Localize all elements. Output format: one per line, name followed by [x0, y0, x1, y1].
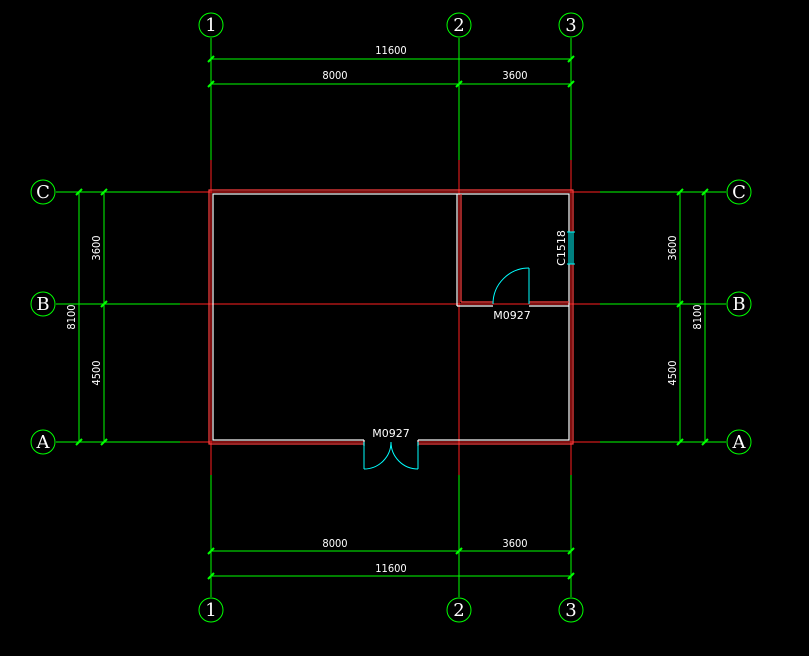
dim-text-left-upper: 3600	[90, 235, 103, 260]
axis-label-1-top: 1	[205, 15, 216, 36]
dimension-texts: 11600 8000 3600 8000 3600 11600 8100 360…	[65, 44, 704, 575]
tick	[455, 547, 463, 555]
axis-bubble-b-right	[726, 291, 752, 317]
tick	[701, 438, 709, 446]
axis-bubble-2-top	[446, 12, 472, 38]
axis-bubble-a-left	[30, 429, 56, 455]
dim-text-left-lower: 4500	[90, 360, 103, 385]
dim-text-top-left: 8000	[322, 69, 347, 82]
inner-door-swing	[492, 267, 530, 305]
axis-label-1-bottom: 1	[205, 600, 216, 621]
dim-text-right-total: 8100	[691, 304, 704, 329]
dimension-ticks	[75, 55, 709, 580]
tick	[567, 572, 575, 580]
dim-text-top-right: 3600	[502, 69, 527, 82]
tick	[100, 300, 108, 308]
dimension-lines	[78, 58, 706, 577]
axis-label-c-left: C	[36, 182, 50, 203]
axis-label-a-right: A	[732, 432, 747, 453]
tick	[676, 300, 684, 308]
front-door-tag: M0927	[372, 427, 410, 440]
axis-label-c-right: C	[732, 182, 746, 203]
axis-bubble-labels: 1 2 3 1 2 3 C B A C B A	[36, 15, 747, 621]
dim-text-left-total: 8100	[65, 304, 78, 329]
axis-lines	[56, 38, 726, 597]
axis-bubble-3-bottom	[558, 597, 584, 623]
tick	[455, 80, 463, 88]
front-door-swing-left	[363, 441, 392, 470]
inner-door-m0927	[492, 267, 530, 305]
dim-text-top-total: 11600	[375, 44, 406, 57]
tick	[567, 547, 575, 555]
axis-label-2-bottom: 2	[453, 600, 464, 621]
dim-text-right-lower: 4500	[666, 360, 679, 385]
dim-text-bottom-left: 8000	[322, 537, 347, 550]
axis-bubble-b-left	[30, 291, 56, 317]
axis-bubble-a-right	[726, 429, 752, 455]
tick	[567, 55, 575, 63]
axis-bubble-2-bottom	[446, 597, 472, 623]
dim-text-right-upper: 3600	[666, 235, 679, 260]
tick	[207, 80, 215, 88]
dim-text-bottom-total: 11600	[375, 562, 406, 575]
front-door-swing-right	[390, 441, 419, 470]
dim-text-bottom-right: 3600	[502, 537, 527, 550]
tick	[567, 80, 575, 88]
tick	[207, 55, 215, 63]
axis-label-2-top: 2	[453, 15, 464, 36]
tick	[701, 188, 709, 196]
tick	[100, 188, 108, 196]
tick	[676, 438, 684, 446]
tick	[207, 572, 215, 580]
axis-label-3-top: 3	[565, 15, 576, 36]
tick	[207, 547, 215, 555]
axis-bubble-1-top	[198, 12, 224, 38]
front-door-m0927	[363, 441, 419, 470]
axis-bubble-1-bottom	[198, 597, 224, 623]
window-c1518	[567, 231, 575, 265]
axis-bubble-3-top	[558, 12, 584, 38]
element-tags: M0927 M0927 C1518	[372, 230, 568, 440]
tick	[75, 438, 83, 446]
axis-label-3-bottom: 3	[565, 600, 576, 621]
inner-door-tag: M0927	[493, 309, 531, 322]
front-door-gap	[364, 437, 418, 446]
axis-label-b-left: B	[36, 294, 49, 315]
axis-label-b-right: B	[732, 294, 745, 315]
tick	[75, 188, 83, 196]
window-tag: C1518	[555, 230, 568, 266]
tick	[676, 188, 684, 196]
axis-bubble-c-right	[726, 179, 752, 205]
axis-label-a-left: A	[36, 432, 51, 453]
axis-bubble-c-left	[30, 179, 56, 205]
tick	[100, 438, 108, 446]
axis-bubbles	[30, 12, 752, 623]
